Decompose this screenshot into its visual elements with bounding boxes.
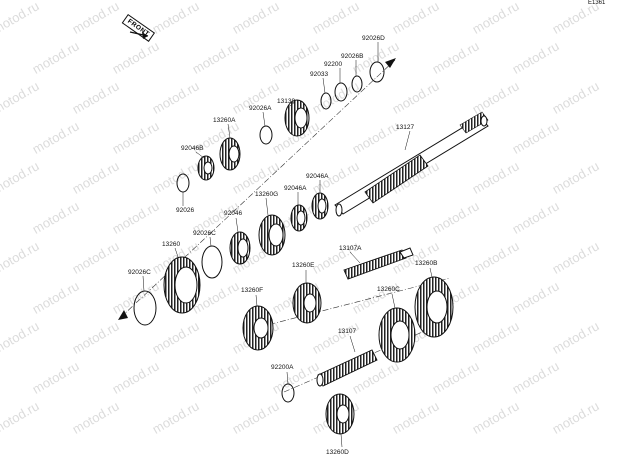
washer-92033: [320, 92, 332, 110]
gear-13260F: [242, 305, 274, 351]
part-label-92046B: 92046B: [181, 145, 204, 152]
part-label-92200: 92200: [324, 61, 343, 68]
gear-13139: [284, 99, 310, 137]
leader-lines: [142, 42, 433, 448]
washer-92026A: [259, 125, 273, 145]
part-label-92046A-2: 92046A: [284, 185, 307, 192]
bearing-92046A-1: [311, 192, 329, 220]
part-label-13260E: 13260E: [292, 262, 315, 269]
gear-13260B: [414, 276, 454, 338]
part-label-92026C-2: 92026C: [128, 269, 151, 276]
bearing-92046: [229, 231, 251, 265]
bearing-92046A-2: [290, 204, 308, 232]
part-label-92033: 92033: [310, 71, 329, 78]
washer-92026: [176, 173, 190, 193]
gear-13260D: [325, 393, 355, 435]
output-shaft-13127: [334, 111, 489, 217]
gear-13260C: [378, 307, 416, 363]
axis-arrow-icon: [118, 310, 128, 320]
circlip-92026D: [369, 61, 385, 83]
part-label-13107: 13107: [338, 328, 357, 335]
front-arrow-icon: [129, 31, 149, 39]
part-label-13260B: 13260B: [415, 260, 438, 267]
part-label-92026B: 92026B: [341, 53, 364, 60]
gear-13260A: [219, 137, 241, 171]
part-label-13127: 13127: [396, 124, 415, 131]
part-label-13107A: 13107A: [339, 245, 362, 252]
bearing-92046B: [197, 155, 215, 181]
shaft-13107: [316, 349, 378, 387]
gear-13260E: [292, 282, 322, 324]
part-label-13260F: 13260F: [241, 287, 264, 294]
part-label-13260: 13260: [162, 241, 181, 248]
part-label-13260C: 13260C: [377, 286, 400, 293]
washer-92200A: [281, 383, 295, 403]
bushing-92200: [334, 82, 348, 102]
part-label-13139: 13139: [277, 98, 296, 105]
gear-13260: [163, 256, 201, 314]
gear-13260G: [258, 214, 286, 256]
axis-arrow-icon: [385, 58, 396, 68]
part-label-92046A-1: 92046A: [306, 173, 329, 180]
shaft-13107A: [343, 247, 414, 280]
part-label-13260G: 13260G: [255, 191, 279, 198]
circlip-92026C-1: [201, 245, 223, 279]
part-label-92200A: 92200A: [271, 364, 294, 371]
circlip-92026C-2: [133, 290, 157, 326]
part-label-92026D: 92026D: [362, 35, 385, 42]
diagram-code: E1361: [588, 0, 606, 6]
part-label-92026: 92026: [176, 207, 195, 214]
part-label-13260D: 13260D: [326, 449, 349, 456]
part-label-92026C-1: 92026C: [193, 230, 216, 237]
washer-92026B: [351, 75, 363, 93]
part-label-92046: 92046: [224, 210, 243, 217]
part-label-13260A: 13260A: [213, 117, 236, 124]
part-label-92026A: 92026A: [249, 105, 272, 112]
